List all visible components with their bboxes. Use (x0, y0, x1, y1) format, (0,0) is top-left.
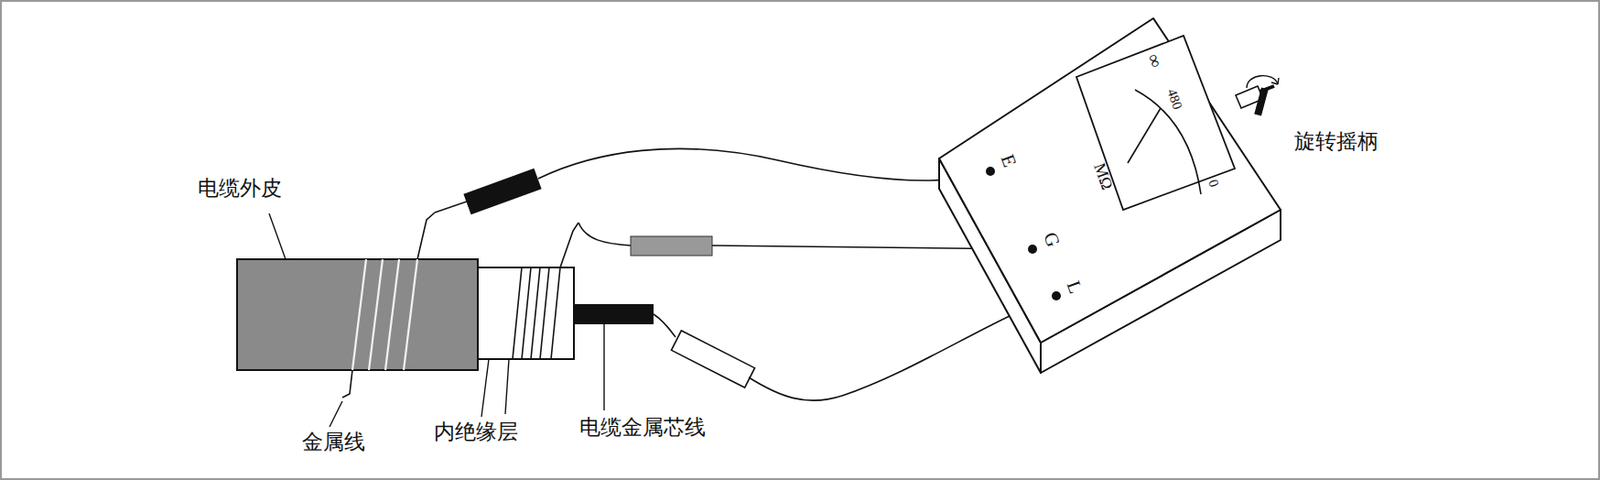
inner-insulation (477, 267, 574, 359)
part-label: 电缆外皮 (195, 175, 284, 201)
metal-wire-tail (342, 369, 353, 398)
part-label: 内绝缘层 (432, 419, 520, 444)
megohmmeter-box (939, 18, 1281, 373)
metal-wire-end (417, 212, 435, 260)
e-lead (538, 148, 991, 181)
part-label: 旋转摇柄 (1292, 129, 1381, 154)
needle (1127, 108, 1161, 163)
terminal-e (985, 166, 995, 176)
insulation-windings (512, 267, 561, 359)
leader-lines (269, 213, 605, 427)
cable-core (573, 303, 654, 325)
g-lead-insulator (630, 236, 713, 256)
terminal-l (1051, 291, 1061, 301)
part-label: 金属线 (300, 429, 368, 455)
dial-window (1076, 35, 1235, 210)
crank-handle (1235, 75, 1279, 117)
terminal-g (1027, 244, 1038, 254)
l-lead-insulator (670, 330, 755, 388)
e-lead-insulator (463, 168, 541, 216)
cable-skin (237, 259, 478, 370)
part-label: 电缆金属芯线 (577, 414, 708, 440)
guard-wire-end (560, 222, 579, 268)
skin-windings (352, 259, 418, 370)
